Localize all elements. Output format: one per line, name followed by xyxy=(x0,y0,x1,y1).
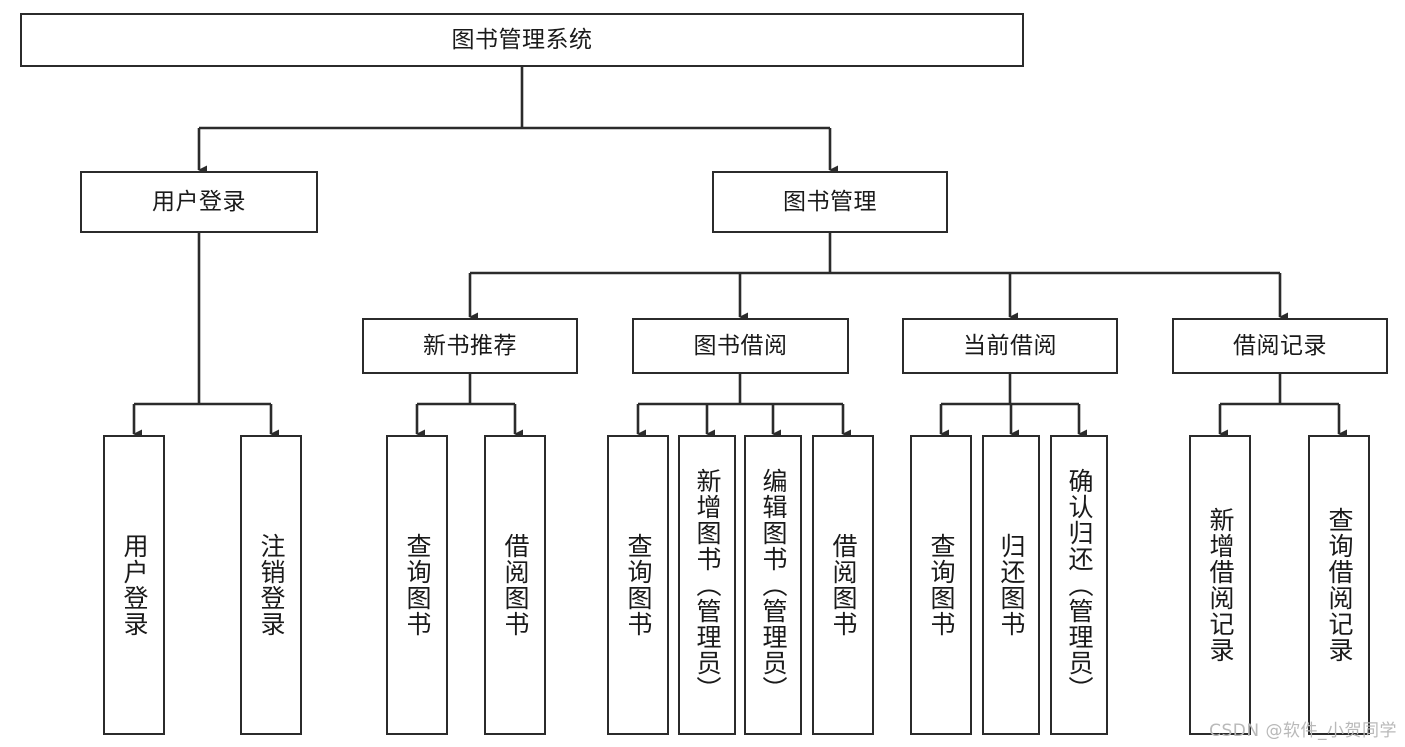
node-label-leaf-user-login: 用户登录 xyxy=(120,533,149,637)
node-root[interactable]: 图书管理系统 xyxy=(20,13,1024,67)
node-label-leaf-add-record: 新增借阅记录 xyxy=(1206,507,1235,663)
node-borrow-record[interactable]: 借阅记录 xyxy=(1172,318,1388,374)
node-book-borrow[interactable]: 图书借阅 xyxy=(632,318,849,374)
node-label-book-manage: 图书管理 xyxy=(783,188,877,215)
node-leaf-query-book-2[interactable]: 查询图书 xyxy=(607,435,669,735)
node-label-leaf-logout: 注销登录 xyxy=(257,533,286,637)
node-label-leaf-edit-book: 编辑图书（管理员） xyxy=(759,468,788,702)
node-label-leaf-borrow-book-2: 借阅图书 xyxy=(829,533,858,637)
node-label-leaf-borrow-book-1: 借阅图书 xyxy=(501,533,530,637)
node-label-book-borrow: 图书借阅 xyxy=(693,332,788,359)
node-leaf-borrow-book-1[interactable]: 借阅图书 xyxy=(484,435,546,735)
node-leaf-query-record[interactable]: 查询借阅记录 xyxy=(1308,435,1370,735)
node-leaf-borrow-book-2[interactable]: 借阅图书 xyxy=(812,435,874,735)
node-label-new-book-rec: 新书推荐 xyxy=(423,332,517,359)
node-leaf-edit-book[interactable]: 编辑图书（管理员） xyxy=(744,435,802,735)
node-label-user-login: 用户登录 xyxy=(152,188,246,215)
node-leaf-return-book[interactable]: 归还图书 xyxy=(982,435,1040,735)
node-leaf-confirm-return[interactable]: 确认归还（管理员） xyxy=(1050,435,1108,735)
node-label-root: 图书管理系统 xyxy=(451,26,593,53)
node-leaf-logout[interactable]: 注销登录 xyxy=(240,435,302,735)
node-user-login[interactable]: 用户登录 xyxy=(80,171,318,233)
node-current-borrow[interactable]: 当前借阅 xyxy=(902,318,1118,374)
node-label-leaf-confirm-return: 确认归还（管理员） xyxy=(1065,468,1094,702)
node-leaf-query-book-1[interactable]: 查询图书 xyxy=(386,435,448,735)
node-label-leaf-return-book: 归还图书 xyxy=(997,533,1026,637)
node-leaf-add-book[interactable]: 新增图书（管理员） xyxy=(678,435,736,735)
node-label-leaf-add-book: 新增图书（管理员） xyxy=(693,468,722,702)
node-label-leaf-query-book-3: 查询图书 xyxy=(927,533,956,637)
csdn-watermark: CSDN @软件_小贺同学 xyxy=(1209,721,1397,741)
node-label-leaf-query-book-2: 查询图书 xyxy=(624,533,653,637)
node-book-manage[interactable]: 图书管理 xyxy=(712,171,948,233)
node-new-book-rec[interactable]: 新书推荐 xyxy=(362,318,578,374)
node-leaf-query-book-3[interactable]: 查询图书 xyxy=(910,435,972,735)
node-label-borrow-record: 借阅记录 xyxy=(1233,332,1327,359)
node-label-leaf-query-record: 查询借阅记录 xyxy=(1325,507,1354,663)
node-label-leaf-query-book-1: 查询图书 xyxy=(403,533,432,637)
node-leaf-user-login[interactable]: 用户登录 xyxy=(103,435,165,735)
node-label-current-borrow: 当前借阅 xyxy=(963,332,1057,359)
node-leaf-add-record[interactable]: 新增借阅记录 xyxy=(1189,435,1251,735)
